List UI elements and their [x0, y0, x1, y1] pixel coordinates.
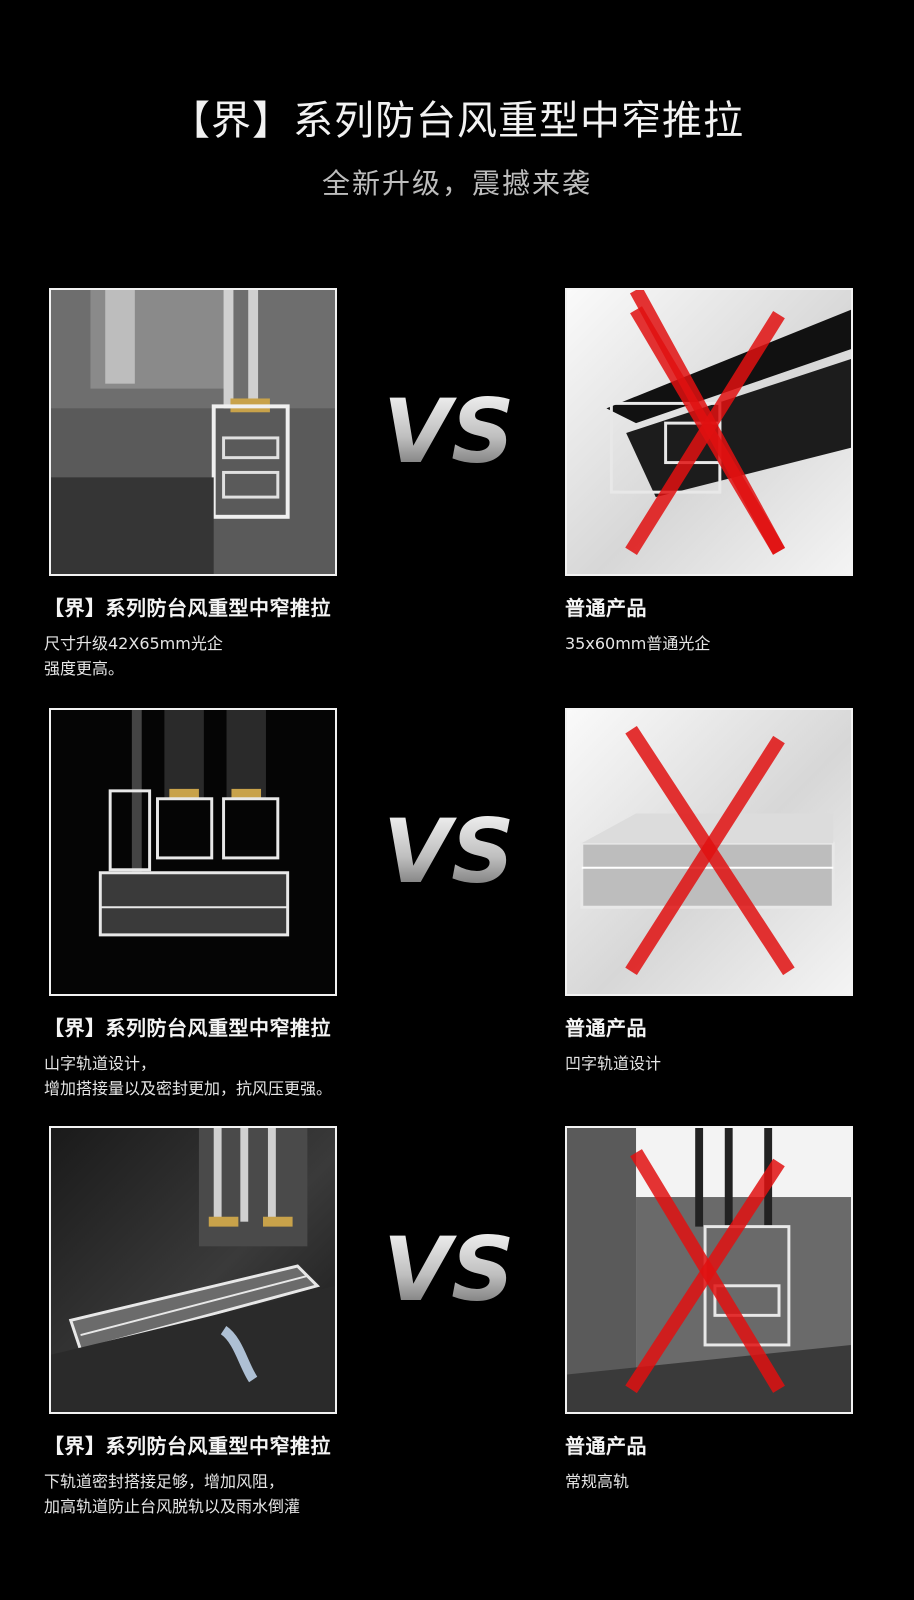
vs-text: VS [383, 386, 514, 472]
ordinary-profile-image-2 [565, 708, 853, 996]
description-line: 下轨道密封搭接足够，增加风阻， [44, 1472, 285, 1491]
description-line: 增加搭接量以及密封更加，抗风压更强。 [44, 1079, 333, 1098]
comparison-row-2: VS 【界】系列防台风重型中窄推拉 山字轨道设计， 增加搭接量以及密封更加，抗风… [0, 708, 914, 1128]
premium-profile-image-1 [49, 288, 337, 576]
premium-label: 【界】系列防台风重型中窄推拉 [44, 1434, 331, 1458]
page-title: 【界】系列防台风重型中窄推拉 [170, 98, 744, 144]
premium-description: 下轨道密封搭接足够，增加风阻， 加高轨道防止台风脱轨以及雨水倒灌 [44, 1469, 331, 1519]
premium-track-section-illustration [51, 710, 335, 994]
ordinary-caption-3: 普通产品 常规高轨 [565, 1430, 647, 1494]
ordinary-profile-image-1 [565, 288, 853, 576]
ordinary-label: 普通产品 [565, 1434, 647, 1458]
comparison-row-1: VS 【界】系列防台风重型中窄推拉 尺寸升级42X65mm光企 强度更高。 普通… [0, 288, 914, 708]
ordinary-standard-track-illustration [567, 1128, 851, 1412]
ordinary-frame-section-illustration [606, 290, 851, 555]
premium-caption-1: 【界】系列防台风重型中窄推拉 尺寸升级42X65mm光企 强度更高。 [44, 592, 331, 681]
description-line: 凹字轨道设计 [565, 1054, 662, 1073]
ordinary-caption-2: 普通产品 凹字轨道设计 [565, 1012, 661, 1076]
premium-description: 尺寸升级42X65mm光企 强度更高。 [44, 631, 331, 681]
ordinary-description: 35x60mm普通光企 [565, 631, 710, 656]
description-line: 山字轨道设计， [44, 1054, 157, 1073]
premium-label: 【界】系列防台风重型中窄推拉 [44, 596, 331, 620]
ordinary-profile-image-3 [565, 1126, 853, 1414]
description-line: 加高轨道防止台风脱轨以及雨水倒灌 [44, 1497, 301, 1516]
ordinary-label: 普通产品 [565, 1016, 647, 1040]
comparison-row-3: VS 【界】系列防台风重型中窄推拉 下轨道密封搭接足够，增加风阻， 加高轨道防止… [0, 1126, 914, 1546]
description-line: 35x60mm普通光企 [565, 634, 711, 653]
description-line: 常规高轨 [565, 1472, 630, 1491]
premium-caption-2: 【界】系列防台风重型中窄推拉 山字轨道设计， 增加搭接量以及密封更加，抗风压更强… [44, 1012, 332, 1101]
premium-raised-track-illustration [51, 1128, 335, 1412]
ordinary-label: 普通产品 [565, 596, 647, 620]
page-header: 【界】系列防台风重型中窄推拉 全新升级，震撼来袭 [0, 88, 914, 202]
premium-profile-image-3 [49, 1126, 337, 1414]
premium-profile-image-2 [49, 708, 337, 996]
ordinary-track-section-illustration [580, 725, 835, 976]
page-subtitle: 全新升级，震撼来袭 [321, 167, 592, 200]
ordinary-description: 凹字轨道设计 [565, 1051, 661, 1076]
premium-frame-section-illustration [51, 290, 335, 574]
premium-description: 山字轨道设计， 增加搭接量以及密封更加，抗风压更强。 [44, 1051, 332, 1101]
ordinary-description: 常规高轨 [565, 1469, 647, 1494]
vs-badge-3: VS [375, 1218, 545, 1321]
vs-text: VS [383, 806, 514, 892]
vs-badge-1: VS [375, 380, 545, 483]
vs-text: VS [383, 1224, 514, 1310]
vs-badge-2: VS [375, 800, 545, 903]
description-line: 强度更高。 [44, 659, 125, 678]
premium-label: 【界】系列防台风重型中窄推拉 [44, 1016, 331, 1040]
ordinary-caption-1: 普通产品 35x60mm普通光企 [565, 592, 710, 656]
premium-caption-3: 【界】系列防台风重型中窄推拉 下轨道密封搭接足够，增加风阻， 加高轨道防止台风脱… [44, 1430, 331, 1519]
description-line: 尺寸升级42X65mm光企 [44, 634, 223, 653]
